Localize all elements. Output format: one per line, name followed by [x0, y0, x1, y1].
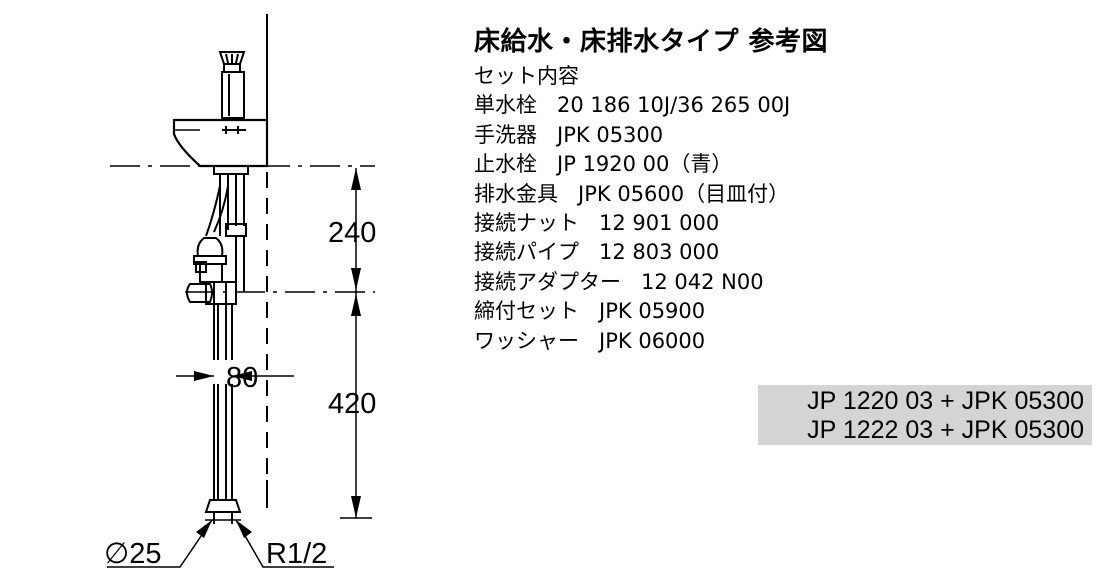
- set-item-code: 12 042 N00: [641, 269, 764, 294]
- set-item-name: 手洗器: [474, 122, 537, 147]
- set-item: 手洗器 JPK 05300: [474, 121, 828, 150]
- set-item-name: 接続パイプ: [474, 240, 579, 265]
- set-item: 接続ナット 12 901 000: [474, 209, 828, 238]
- set-item-name: 単水栓: [474, 93, 537, 118]
- dimension-thread: R1/2: [266, 538, 327, 570]
- set-item-code: JP 1920 00（青）: [557, 152, 733, 177]
- set-item: 接続アダプター 12 042 N00: [474, 268, 828, 297]
- trap-drawing: [186, 237, 237, 305]
- model-number-box: JP 1220 03 + JPK 05300 JP 1222 03 + JPK …: [758, 385, 1092, 445]
- dimension-80: 80: [226, 362, 258, 394]
- drain-pipe-drawing: [204, 304, 242, 524]
- model-number: JP 1222 03 + JPK 05300: [807, 416, 1084, 444]
- set-item-code: JPK 05300: [557, 122, 664, 147]
- set-item: 単水栓 20 186 10J/36 265 00J: [474, 91, 828, 120]
- set-item-name: 止水栓: [474, 152, 537, 177]
- set-item-name: 接続アダプター: [474, 269, 621, 294]
- set-contents-heading: セット内容: [474, 64, 579, 88]
- basin-drawing: [172, 118, 269, 168]
- set-item-name: 締付セット: [474, 299, 579, 324]
- set-item: 排水金具 JPK 05600（目皿付）: [474, 180, 828, 209]
- set-item-code: 12 803 000: [599, 240, 720, 265]
- set-item-code: JPK 05600（目皿付）: [578, 181, 790, 206]
- set-item: 接続パイプ 12 803 000: [474, 238, 828, 267]
- drain-fitting-drawing: [205, 165, 249, 292]
- set-item-name: 接続ナット: [474, 211, 579, 236]
- set-item-name: 排水金具: [474, 181, 558, 206]
- set-item-code: 20 186 10J/36 265 00J: [557, 93, 791, 118]
- set-item-code: JPK 06000: [599, 328, 706, 353]
- spec-block: 床給水・床排水タイプ 参考図 セット内容 単水栓 20 186 10J/36 2…: [474, 24, 828, 356]
- dimension-240: 240: [328, 217, 376, 249]
- set-item-code: JPK 05900: [599, 299, 706, 324]
- set-item: ワッシャー JPK 06000: [474, 327, 828, 356]
- dimension-diameter: ∅25: [104, 538, 162, 570]
- set-item: 締付セット JPK 05900: [474, 297, 828, 326]
- model-number: JP 1220 03 + JPK 05300: [807, 387, 1084, 415]
- dimension-420: 420: [328, 388, 376, 420]
- set-item-name: ワッシャー: [474, 328, 579, 353]
- technical-drawing: 240 420 80 ∅25 R1/2: [104, 14, 376, 570]
- set-item: 止水栓 JP 1920 00（青）: [474, 150, 828, 179]
- faucet-drawing: [218, 51, 246, 119]
- set-item-code: 12 901 000: [599, 211, 720, 236]
- page-title: 床給水・床排水タイプ 参考図: [474, 27, 829, 57]
